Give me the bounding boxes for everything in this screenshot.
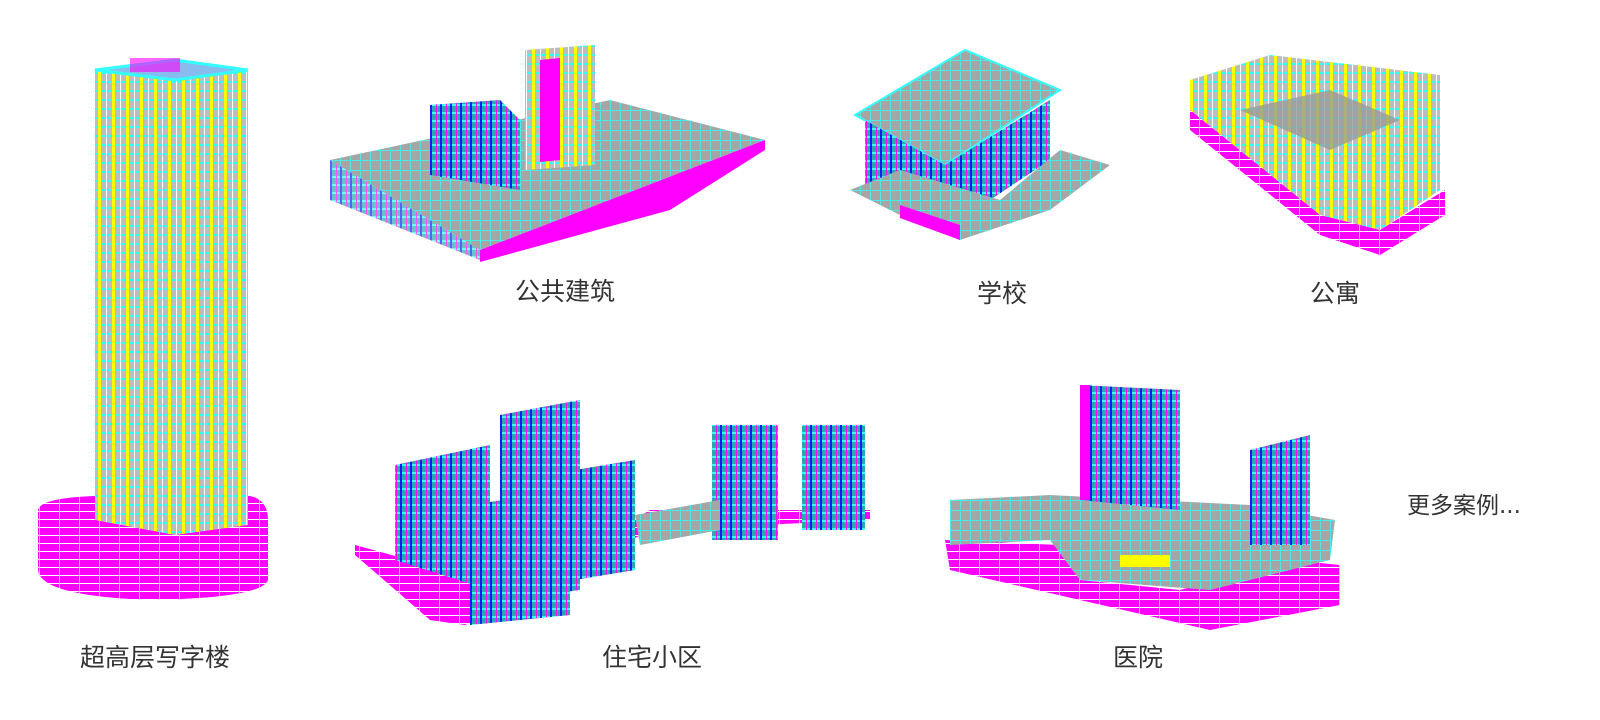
case-label-school[interactable]: 学校 [976,279,1028,308]
more-cases-link[interactable]: 更多案例... [1407,493,1521,519]
model-hospital[interactable] [945,385,1340,630]
case-label-public-building[interactable]: 公共建筑 [514,277,616,306]
case-label-apartment[interactable]: 公寓 [1309,279,1361,308]
model-office-tower[interactable] [38,58,268,600]
model-residential-community[interactable] [355,400,870,625]
case-label-residential[interactable]: 住宅小区 [601,643,703,672]
model-public-building[interactable] [330,45,765,262]
model-school[interactable] [850,48,1110,240]
case-label-hospital[interactable]: 医院 [1112,643,1164,672]
model-apartment[interactable] [1190,55,1445,255]
case-label-office-tower[interactable]: 超高层写字楼 [79,643,231,672]
